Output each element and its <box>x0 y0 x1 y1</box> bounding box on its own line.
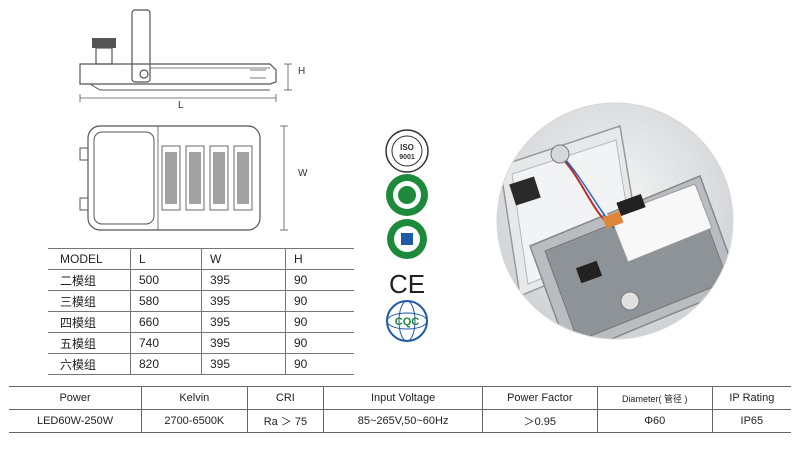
top-view-drawing <box>79 125 288 231</box>
model-l: 740 <box>130 332 202 354</box>
table-row: 三模组 580 395 90 <box>48 290 354 312</box>
svg-text:CE: CE <box>389 269 425 299</box>
model-name: 四模组 <box>60 315 97 330</box>
model-name: 三模组 <box>60 294 97 309</box>
ce-mark-icon: CE <box>389 269 425 299</box>
header-kelvin: Kelvin <box>141 386 247 410</box>
green-certification-icon <box>386 174 428 216</box>
model-w: 395 <box>201 269 286 291</box>
model-h: 90 <box>285 290 354 312</box>
cqc-icon: CQC <box>386 300 428 342</box>
model-dimension-table: MODEL L W H 二模组 500 395 90 三模组 580 395 9… <box>48 248 354 375</box>
header-power-factor: Power Factor <box>481 386 598 410</box>
value-power-factor: ＞0.95 <box>481 409 598 433</box>
table-row: 四模组 660 395 90 <box>48 311 354 333</box>
value-diameter: Φ60 <box>596 409 713 433</box>
gear-certification-icon <box>387 219 427 259</box>
height-dimension-label: H <box>298 66 306 77</box>
width-dimension-label: W <box>298 168 308 179</box>
model-l: 820 <box>130 353 202 375</box>
model-h: 90 <box>285 311 354 333</box>
length-dimension-label: L <box>178 100 184 111</box>
model-w: 395 <box>201 311 286 333</box>
model-name: 二模组 <box>60 273 97 288</box>
value-power: LED60W-250W <box>36 415 114 427</box>
svg-text:9001: 9001 <box>399 154 415 161</box>
value-cri: Ra ＞ 75 <box>246 409 324 433</box>
side-view-drawing <box>79 9 292 102</box>
driver-box-photo <box>496 102 734 340</box>
iso-9001-icon: ISO 9001 <box>385 129 429 173</box>
table-row: LED60W-250W 2700-6500K Ra ＞ 75 85~265V,5… <box>9 409 791 433</box>
table-row: 五模组 740 395 90 <box>48 332 354 354</box>
model-h: 90 <box>285 269 354 291</box>
table-row: 六模组 820 395 90 <box>48 353 354 375</box>
spec-table-header: Power Kelvin CRI Input Voltage Power Fac… <box>9 386 791 410</box>
table-row: 二模组 500 395 90 <box>48 269 354 291</box>
value-ip-rating: IP65 <box>711 409 791 433</box>
value-kelvin: 2700-6500K <box>141 409 247 433</box>
header-l: L <box>130 248 202 270</box>
header-ip-rating: IP Rating <box>711 386 791 410</box>
svg-text:ISO: ISO <box>400 143 414 152</box>
model-name: 五模组 <box>60 336 97 351</box>
header-cri: CRI <box>246 386 324 410</box>
model-w: 395 <box>201 353 286 375</box>
model-l: 580 <box>130 290 202 312</box>
model-h: 90 <box>285 332 354 354</box>
model-h: 90 <box>285 353 354 375</box>
svg-text:CQC: CQC <box>395 316 420 328</box>
header-h: H <box>285 248 354 270</box>
model-w: 395 <box>201 290 286 312</box>
model-table-header: MODEL L W H <box>48 248 354 270</box>
header-w: W <box>201 248 286 270</box>
model-l: 500 <box>130 269 202 291</box>
model-name: 六模组 <box>60 357 97 372</box>
spec-table: Power Kelvin CRI Input Voltage Power Fac… <box>9 386 791 433</box>
header-model: MODEL <box>60 252 103 266</box>
header-diameter: Diameter( 管径 ) <box>596 386 713 410</box>
header-power: Power <box>59 392 91 404</box>
value-input-voltage: 85~265V,50~60Hz <box>323 409 483 433</box>
model-l: 660 <box>130 311 202 333</box>
model-w: 395 <box>201 332 286 354</box>
header-input-voltage: Input Voltage <box>323 386 483 410</box>
